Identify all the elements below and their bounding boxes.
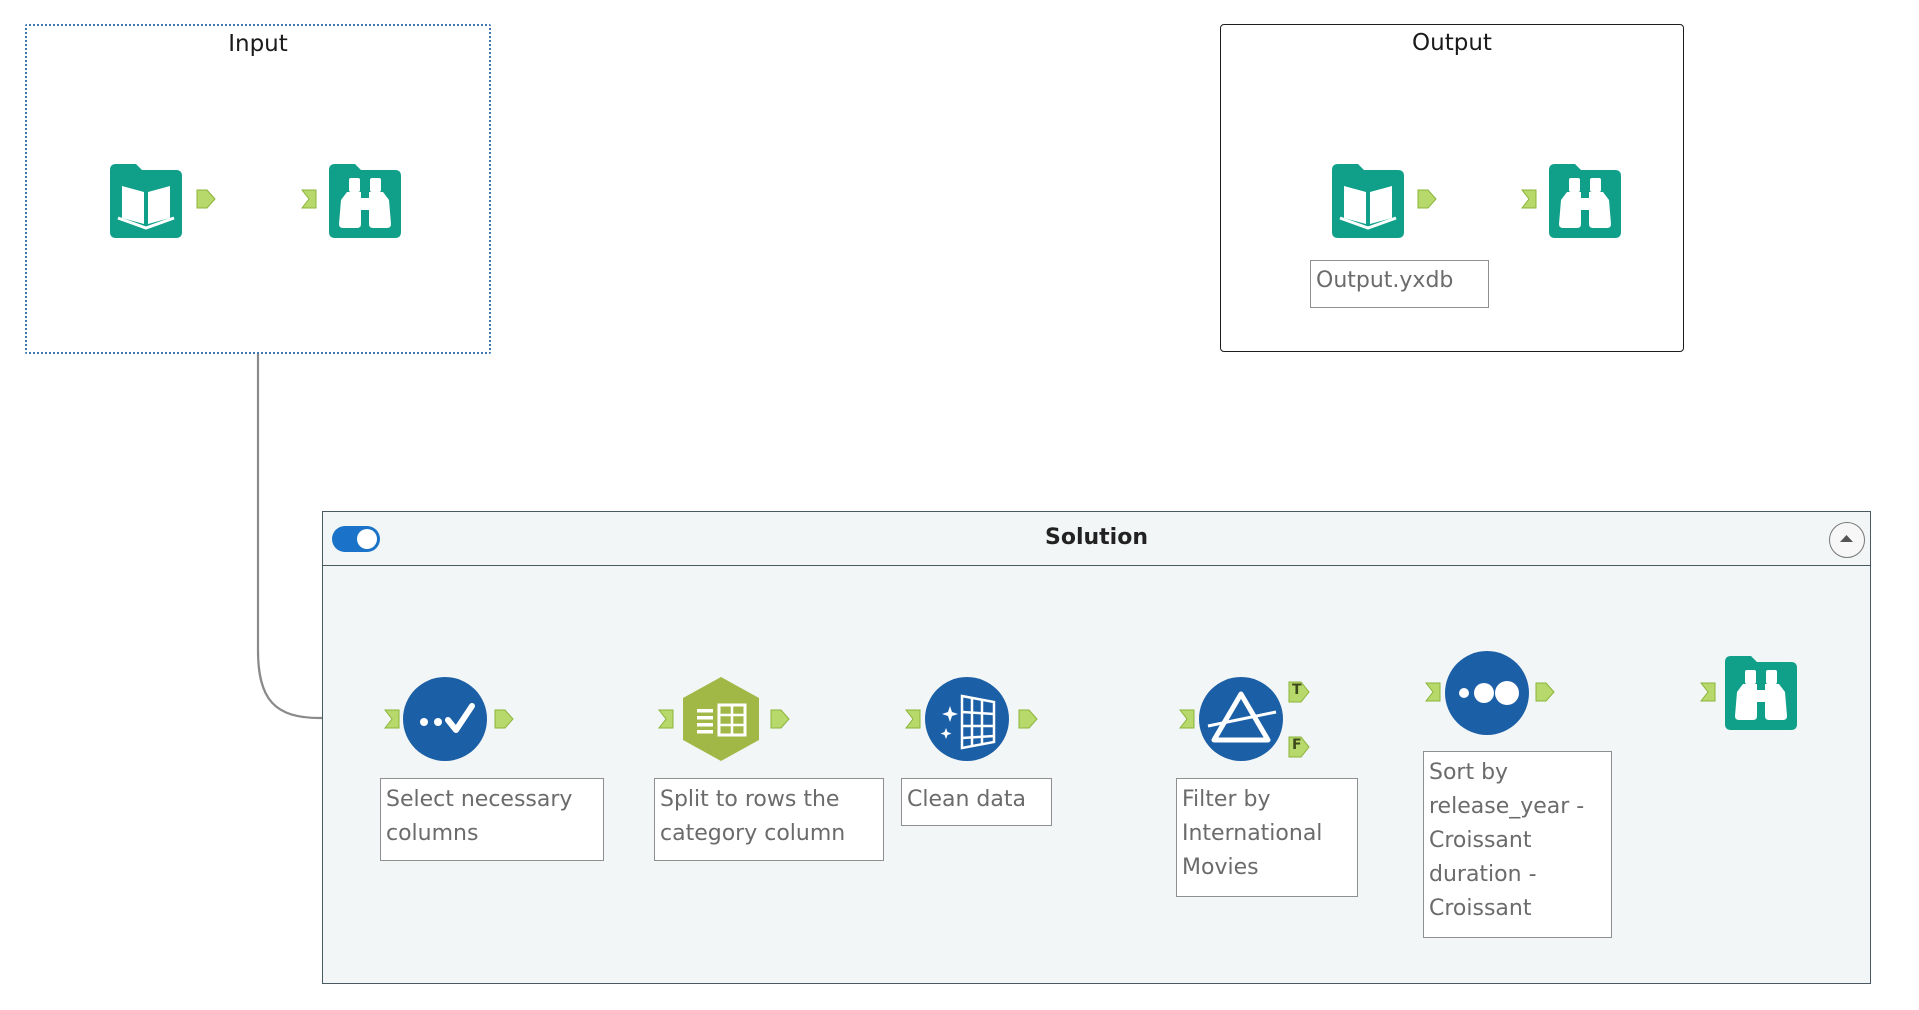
select-checkmark-icon[interactable]	[402, 676, 488, 762]
annotation-filter[interactable]: Filter by International Movies	[1176, 778, 1358, 897]
data-cleansing-icon[interactable]	[924, 676, 1010, 762]
input-anchor-icon[interactable]	[658, 709, 674, 729]
input-data-book-icon[interactable]	[104, 158, 188, 242]
solution-container-title: Solution	[1045, 525, 1148, 550]
container-enable-toggle[interactable]	[332, 526, 380, 552]
input-container-title: Input	[228, 31, 288, 57]
output-anchor-icon[interactable]	[494, 709, 514, 729]
true-anchor-label: T	[1292, 682, 1302, 698]
solution-header: Solution	[323, 512, 1870, 566]
chevron-up-icon	[1840, 535, 1853, 542]
input-anchor-icon[interactable]	[384, 709, 400, 729]
collapse-button[interactable]	[1829, 522, 1865, 558]
sort-dots-icon[interactable]	[1444, 650, 1530, 736]
filter-false-anchor[interactable]: F	[1288, 736, 1310, 762]
output-anchor-icon[interactable]	[1018, 709, 1038, 729]
text-to-columns-icon[interactable]	[677, 675, 765, 763]
output-anchor-icon[interactable]	[196, 189, 216, 209]
input-anchor-icon[interactable]	[1179, 709, 1195, 729]
annotation-sort[interactable]: Sort by release_year - Croissant duratio…	[1423, 751, 1612, 938]
output-anchor-icon[interactable]	[1535, 682, 1555, 702]
toggle-knob	[357, 529, 377, 549]
input-anchor-icon[interactable]	[1521, 189, 1537, 209]
browse-binoculars-icon[interactable]	[1543, 158, 1627, 242]
annotation-output-file[interactable]: Output.yxdb	[1310, 260, 1489, 308]
output-anchor-icon[interactable]	[770, 709, 790, 729]
annotation-select[interactable]: Select necessary columns	[380, 778, 604, 861]
input-container[interactable]: Input	[25, 24, 491, 354]
input-anchor-icon[interactable]	[905, 709, 921, 729]
output-data-book-icon[interactable]	[1326, 158, 1410, 242]
output-container-title: Output	[1412, 30, 1492, 56]
input-anchor-icon[interactable]	[1700, 682, 1716, 702]
browse-binoculars-icon[interactable]	[1719, 650, 1803, 734]
browse-binoculars-icon[interactable]	[323, 158, 407, 242]
annotation-text-to-columns[interactable]: Split to rows the category column	[654, 778, 884, 861]
output-anchor-icon[interactable]	[1417, 189, 1437, 209]
filter-true-anchor[interactable]: T	[1288, 681, 1310, 707]
solution-container[interactable]: Solution	[322, 511, 1871, 984]
input-anchor-icon[interactable]	[1425, 682, 1441, 702]
false-anchor-label: F	[1292, 737, 1302, 753]
input-anchor-icon[interactable]	[301, 189, 317, 209]
filter-prism-icon[interactable]	[1198, 676, 1284, 762]
annotation-cleanse[interactable]: Clean data	[901, 778, 1052, 826]
